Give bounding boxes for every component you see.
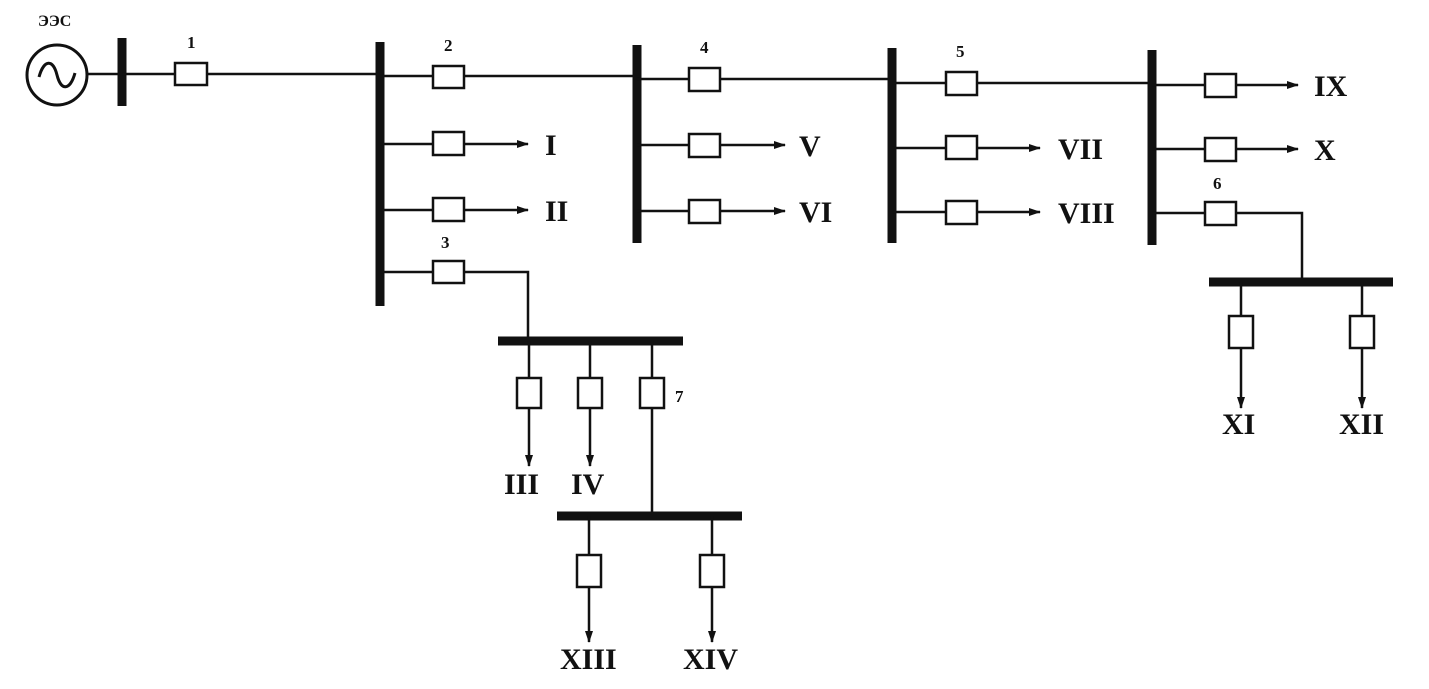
load-XIII-label: XIII bbox=[560, 643, 617, 676]
breaker-load-I bbox=[431, 130, 466, 157]
source-label: ЭЭС bbox=[38, 13, 71, 30]
breaker-load-XII bbox=[1348, 314, 1376, 350]
load-X-label: X bbox=[1314, 134, 1336, 167]
load-XI-label: XI bbox=[1222, 408, 1255, 441]
load-V-label: V bbox=[799, 130, 821, 163]
load-I-label: I bbox=[545, 129, 557, 162]
breaker-load-XIII bbox=[575, 553, 603, 589]
breaker-load-V bbox=[687, 132, 722, 159]
load-VIII-label: VIII bbox=[1058, 197, 1115, 230]
breaker-load-IV bbox=[576, 376, 604, 410]
sine-wave-icon bbox=[37, 61, 77, 89]
power-system-source: ЭЭС bbox=[25, 13, 89, 107]
breaker-load-XIV bbox=[698, 553, 726, 589]
breaker-load-IX bbox=[1203, 72, 1238, 99]
breaker-1-number: 1 bbox=[187, 33, 196, 52]
load-II-label: II bbox=[545, 195, 568, 228]
load-III-label: III bbox=[504, 468, 539, 501]
load-XII-label: XII bbox=[1339, 408, 1384, 441]
breaker-4 bbox=[687, 66, 722, 93]
breaker-2 bbox=[431, 64, 466, 90]
breaker-load-XI bbox=[1227, 314, 1255, 350]
breaker-load-VI bbox=[687, 198, 722, 225]
breaker-load-VII bbox=[944, 134, 979, 161]
feeder-6-line bbox=[1152, 211, 1304, 282]
load-VII-label: VII bbox=[1058, 133, 1103, 166]
load-IV-label: IV bbox=[571, 468, 605, 501]
breaker-3-number: 3 bbox=[441, 233, 450, 252]
breaker-load-II bbox=[431, 196, 466, 223]
breaker-6-number: 6 bbox=[1213, 174, 1222, 193]
breaker-load-X bbox=[1203, 136, 1238, 163]
breaker-1 bbox=[173, 61, 209, 87]
breaker-4-number: 4 bbox=[700, 38, 709, 57]
breaker-7-number: 7 bbox=[675, 387, 684, 406]
breaker-7 bbox=[638, 376, 666, 410]
breaker-load-III bbox=[515, 376, 543, 410]
breaker-5 bbox=[944, 70, 979, 97]
load-IX-label: IX bbox=[1314, 70, 1348, 103]
breaker-load-VIII bbox=[944, 199, 979, 226]
breaker-6 bbox=[1203, 200, 1238, 227]
load-VI-label: VI bbox=[799, 196, 832, 229]
breaker-5-number: 5 bbox=[956, 42, 965, 61]
breaker-2-number: 2 bbox=[444, 36, 453, 55]
breaker-3 bbox=[431, 259, 466, 285]
load-XIV-label: XIV bbox=[683, 643, 738, 676]
feeder-3-line bbox=[380, 270, 530, 341]
